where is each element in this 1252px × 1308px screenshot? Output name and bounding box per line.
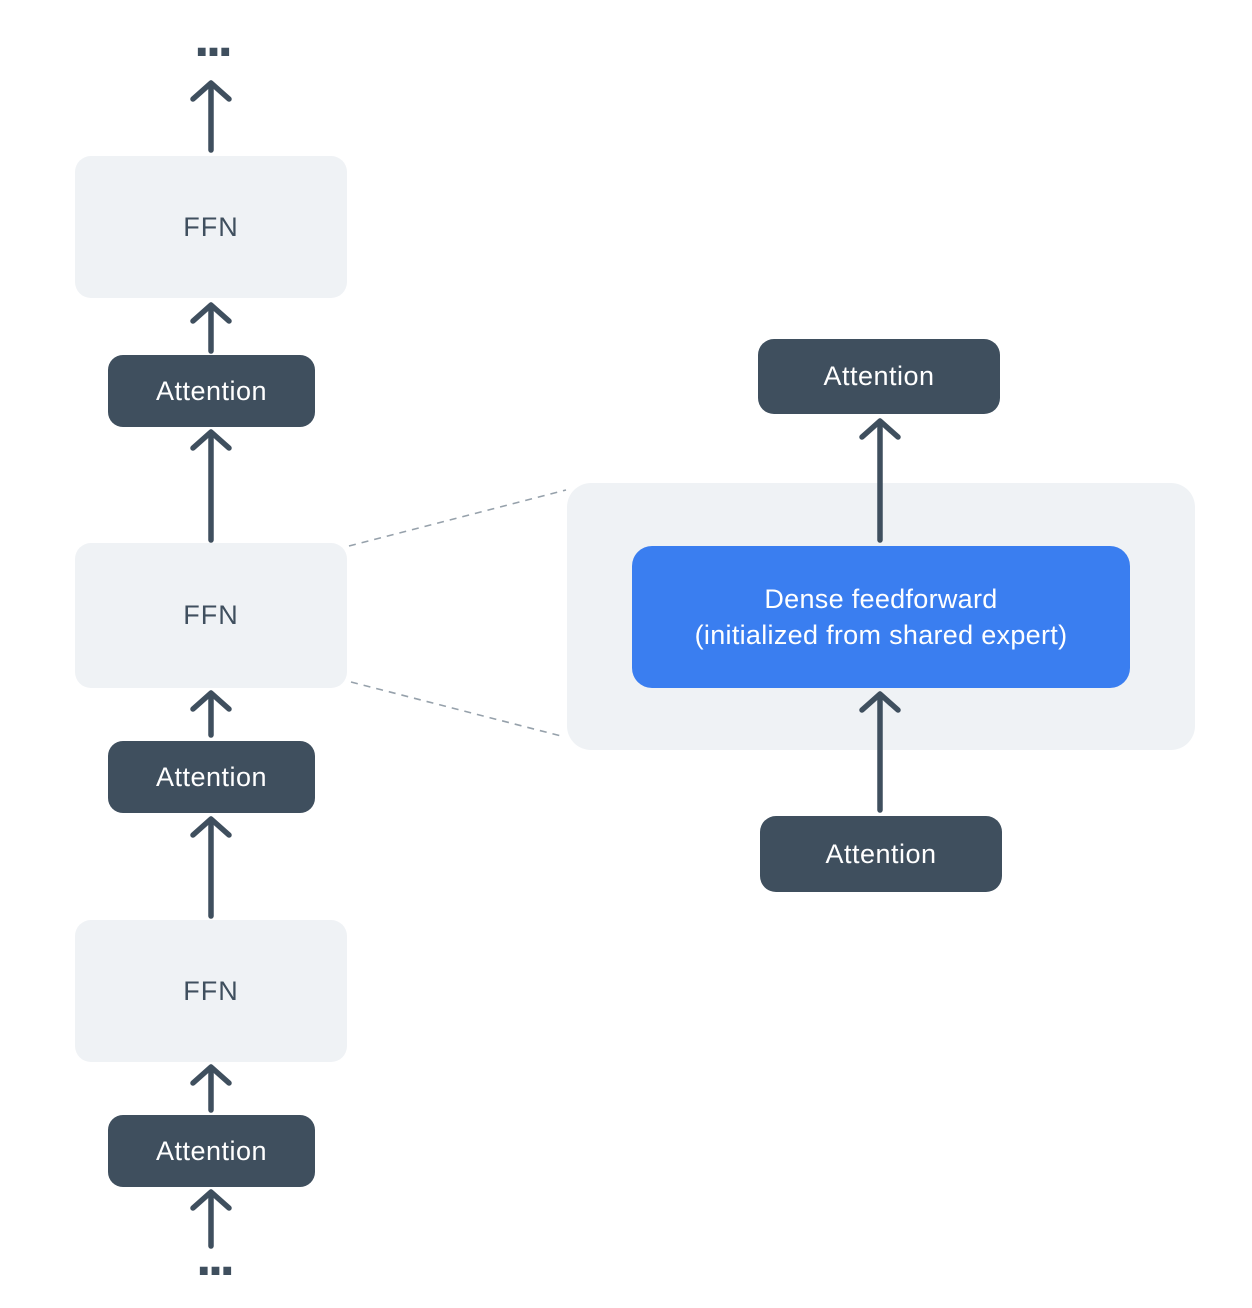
up-arrow-ffn2-to-att1 bbox=[190, 429, 232, 543]
zoom-guide-dashed-lines bbox=[348, 489, 567, 738]
attention-block-bottom: Attention bbox=[108, 1115, 315, 1187]
attention-block-bottom-label: Attention bbox=[155, 1135, 268, 1166]
detail-attention-below-label: Attention bbox=[825, 838, 937, 869]
ellipsis-bottom-icon: ... bbox=[195, 1235, 235, 1286]
dense-feedforward-line1: Dense feedforward bbox=[764, 584, 998, 614]
ffn-block-bottom-label: FFN bbox=[183, 975, 239, 1006]
attention-block-middle-label: Attention bbox=[155, 761, 268, 792]
ffn-block-middle-expanded: FFN bbox=[75, 543, 347, 688]
up-arrow-ffn3-to-att2 bbox=[190, 816, 232, 919]
ffn-block-top-label: FFN bbox=[183, 211, 239, 242]
up-arrow-att3-to-ffn3 bbox=[190, 1064, 232, 1113]
ellipsis-top-icon: ... bbox=[193, 16, 233, 67]
ffn-block-top: FFN bbox=[75, 156, 347, 298]
ffn-block-bottom: FFN bbox=[75, 920, 347, 1062]
dense-feedforward-line2: (initialized from shared expert) bbox=[694, 620, 1068, 650]
detail-attention-above: Attention bbox=[758, 339, 1000, 414]
up-arrow-top-output bbox=[190, 80, 232, 153]
detail-attention-above-label: Attention bbox=[823, 361, 935, 391]
attention-block-middle: Attention bbox=[108, 741, 315, 813]
up-arrow-att1-to-ffn1 bbox=[190, 302, 232, 354]
detail-attention-below: Attention bbox=[760, 816, 1002, 892]
attention-block-top: Attention bbox=[108, 355, 315, 427]
attention-block-top-label: Attention bbox=[155, 375, 268, 406]
up-arrow-att2-to-ffn2 bbox=[190, 690, 232, 738]
ffn-block-middle-label: FFN bbox=[183, 600, 239, 630]
dense-feedforward-block: Dense feedforward (initialized from shar… bbox=[632, 546, 1130, 688]
